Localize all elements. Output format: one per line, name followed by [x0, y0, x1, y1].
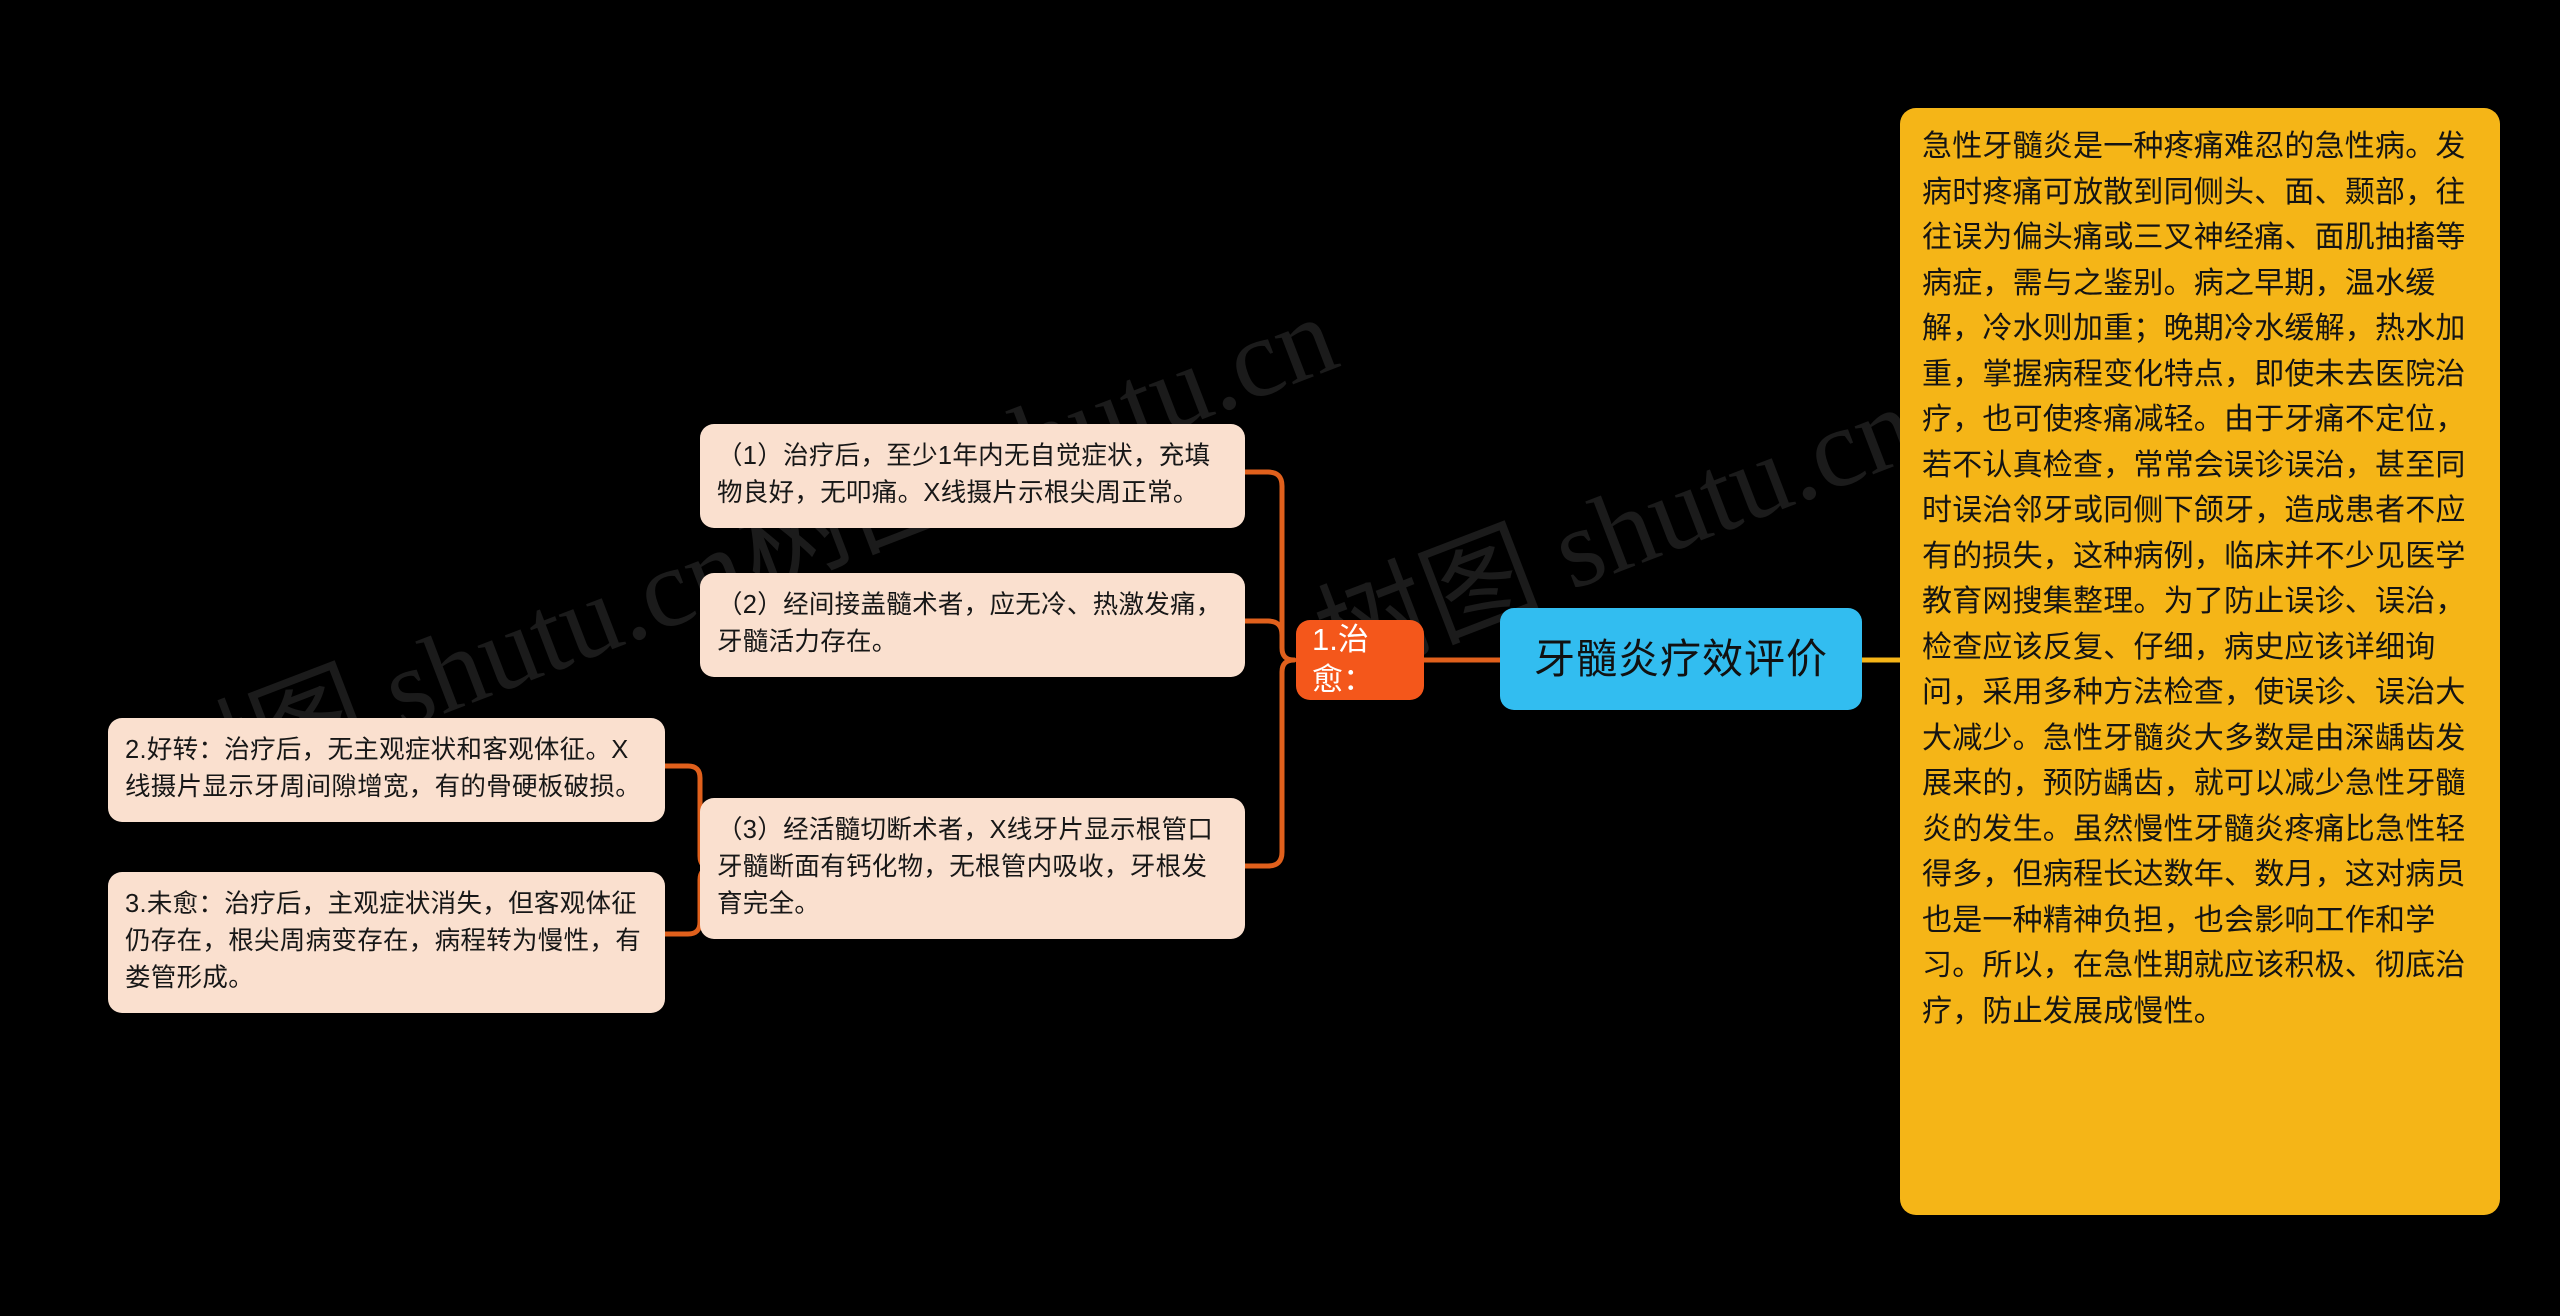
root-node-label: 牙髓炎疗效评价 [1534, 636, 1828, 682]
cure-detail-3-box[interactable]: （3）经活髓切断术者，X线牙片显示根管口牙髓断面有钙化物，无根管内吸收，牙根发育… [700, 798, 1245, 939]
cure-detail-1-box[interactable]: （1）治疗后，至少1年内无自觉症状，充填物良好，无叩痛。X线摄片示根尖周正常。 [700, 424, 1245, 528]
branch-node-cure[interactable]: 1.治愈： [1296, 620, 1424, 700]
outcome-improved-text: 2.好转：治疗后，无主观症状和客观体征。X线摄片显示牙周间隙增宽，有的骨硬板破损… [125, 736, 642, 801]
outcome-unhealed-box[interactable]: 3.未愈：治疗后，主观症状消失，但客观体征仍存在，根尖周病变存在，病程转为慢性，… [108, 872, 665, 1013]
outcome-unhealed-text: 3.未愈：治疗后，主观症状消失，但客观体征仍存在，根尖周病变存在，病程转为慢性，… [125, 890, 642, 992]
cure-detail-2-box[interactable]: （2）经间接盖髓术者，应无冷、热激发痛，牙髓活力存在。 [700, 573, 1245, 677]
cure-detail-2-text: （2）经间接盖髓术者，应无冷、热激发痛，牙髓活力存在。 [717, 591, 1222, 656]
description-panel[interactable]: 急性牙髓炎是一种疼痛难忍的急性病。发病时疼痛可放散到同侧头、面、颞部，往往误为偏… [1900, 108, 2500, 1215]
branch-node-cure-label: 1.治愈： [1312, 622, 1374, 697]
root-node[interactable]: 牙髓炎疗效评价 [1500, 608, 1862, 710]
cure-detail-3-text: （3）经活髓切断术者，X线牙片显示根管口牙髓断面有钙化物，无根管内吸收，牙根发育… [717, 816, 1214, 918]
description-panel-text: 急性牙髓炎是一种疼痛难忍的急性病。发病时疼痛可放散到同侧头、面、颞部，往往误为偏… [1922, 130, 2466, 1028]
outcome-improved-box[interactable]: 2.好转：治疗后，无主观症状和客观体征。X线摄片显示牙周间隙增宽，有的骨硬板破损… [108, 718, 665, 822]
cure-detail-1-text: （1）治疗后，至少1年内无自觉症状，充填物良好，无叩痛。X线摄片示根尖周正常。 [717, 442, 1211, 507]
